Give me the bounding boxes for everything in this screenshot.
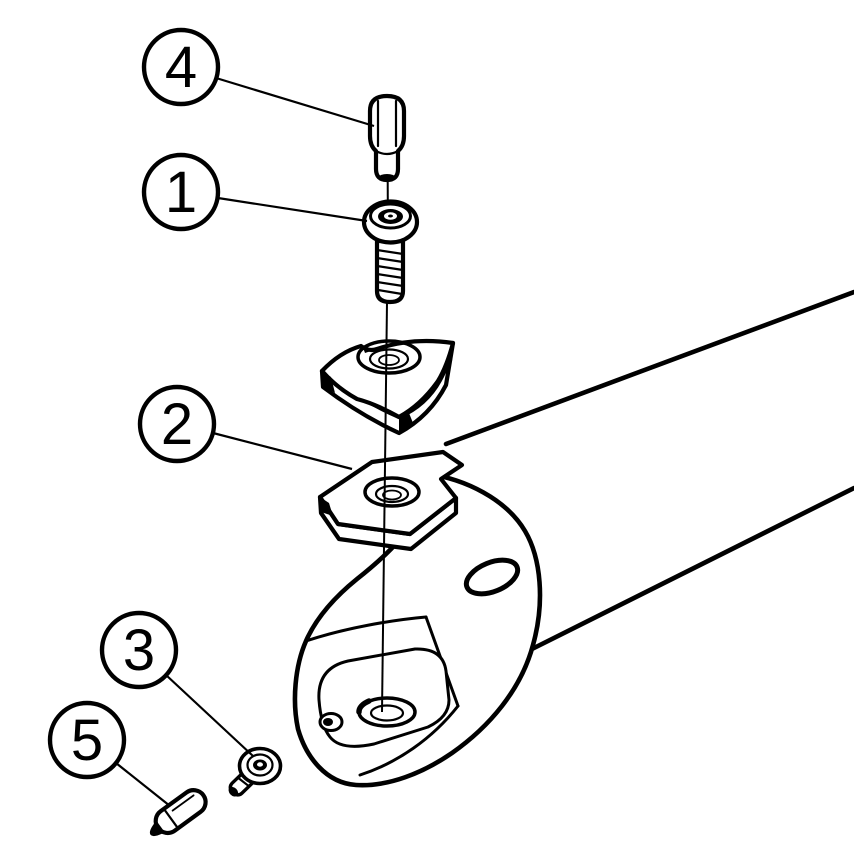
threading-insert <box>319 338 456 436</box>
callout-circle <box>137 384 217 464</box>
torx-socket-center <box>388 214 393 218</box>
thread-line <box>375 280 405 288</box>
callout-label: 3 <box>123 618 155 683</box>
callout-4: 4 <box>141 27 221 107</box>
key-body <box>367 93 407 183</box>
screw-thread-shank <box>374 238 406 305</box>
leader-2 <box>212 431 353 471</box>
thread-line <box>375 264 405 272</box>
shim-screw-socket-highlight <box>257 762 263 767</box>
callout-circle <box>99 610 179 690</box>
pocket-bore-inner <box>369 704 405 722</box>
callout-2: 2 <box>137 384 217 464</box>
hex-key-tip <box>149 822 164 837</box>
callout-3: 3 <box>99 610 179 690</box>
callout-label: 2 <box>161 392 193 457</box>
shim-seat <box>317 449 465 552</box>
shank-upper-edge <box>443 289 854 447</box>
insert-corner-shadow-bottom <box>399 413 413 432</box>
tool-shank <box>443 289 854 654</box>
insert-hole-outer <box>356 339 422 375</box>
key-tip-shadow <box>379 174 395 180</box>
shim-screw-head-face <box>246 753 274 777</box>
leader-4 <box>215 76 375 128</box>
hex-key-collar <box>163 809 178 828</box>
shim-corner-shadow <box>320 497 333 516</box>
shim-screw-thread <box>236 776 251 788</box>
callout-label: 5 <box>71 708 103 773</box>
callout-label: 4 <box>165 35 197 100</box>
key-waist <box>374 149 400 156</box>
shim-hole-outer <box>363 476 421 508</box>
thread-line <box>375 248 405 256</box>
shim-screw-tip-shadow <box>228 786 239 797</box>
leader-lines <box>115 76 375 807</box>
leader-5 <box>115 762 171 807</box>
insert-hole-middle <box>368 348 410 370</box>
thread-line <box>376 288 404 296</box>
callout-5: 5 <box>47 700 127 780</box>
centerline-lower <box>381 301 388 713</box>
callout-circle <box>47 700 127 780</box>
screw-threads <box>375 248 405 296</box>
tool-holder-body <box>292 471 543 788</box>
shank-lower-edge <box>525 485 854 654</box>
thread-line <box>375 256 405 264</box>
thread-line <box>375 272 405 280</box>
insert-corner-shadow-left <box>322 371 335 393</box>
shim-screw <box>228 746 283 797</box>
callout-circle <box>141 27 221 107</box>
insert-corner-shadow-right <box>446 343 453 368</box>
leader-3 <box>165 674 254 757</box>
pocket-bore-shadow <box>356 698 372 715</box>
callout-circle <box>141 152 221 232</box>
hex-key-edge-line <box>171 794 195 812</box>
callout-1: 1 <box>141 152 221 232</box>
coolant-hole <box>463 557 521 597</box>
leader-1 <box>217 196 368 223</box>
assembly-centerline <box>381 181 389 713</box>
insert-hole-inner <box>378 354 400 366</box>
callout-label: 1 <box>165 160 197 225</box>
shim-screw-hole-shadow <box>323 718 333 726</box>
screw-head-top-face <box>369 202 412 230</box>
facet-bottom-edge <box>358 704 460 777</box>
torx-key-pin <box>367 93 407 183</box>
shim-hole-inner <box>382 489 402 501</box>
shim-hole-middle <box>374 484 410 504</box>
shim-top-face <box>317 449 465 537</box>
facet-top-edge <box>304 615 428 643</box>
hex-key-pin <box>149 788 208 837</box>
insert-screw <box>361 199 420 305</box>
